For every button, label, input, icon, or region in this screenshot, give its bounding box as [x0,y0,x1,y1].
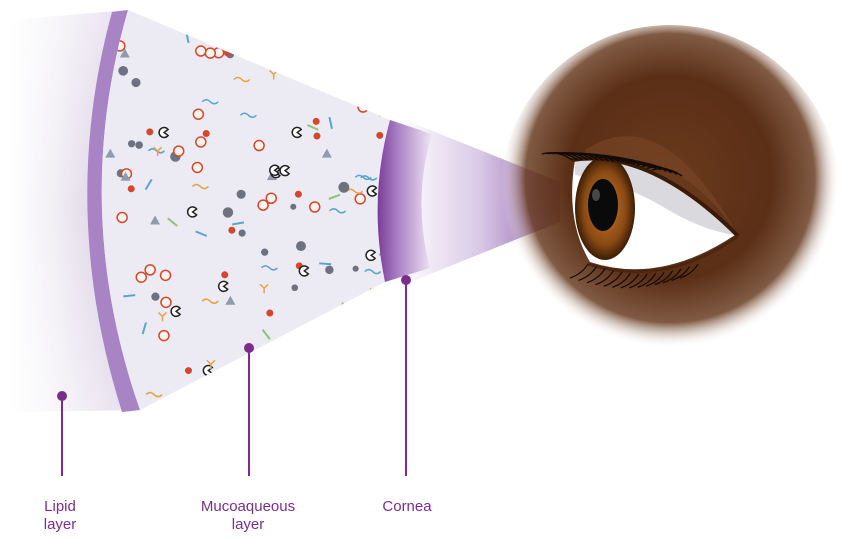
particle-squig [392,62,408,66]
cornea-label-line1: Cornea [362,498,452,516]
particle-ring [161,297,171,307]
lipid-label-line1: Lipid [20,498,100,516]
particle-pac [255,21,264,31]
particle-pac [205,374,214,384]
particle-ring [196,137,206,147]
particle-red [295,191,302,198]
particle-squig [322,43,338,47]
particle-squig [284,53,300,57]
particle-tri [307,35,317,44]
particle-red [203,130,210,137]
particle-ring [159,331,169,341]
particle-stick [387,329,389,341]
particle-stick [319,263,331,264]
cornea-label: Cornea [362,498,452,516]
particle-grey [338,182,349,193]
particle-ring [286,67,296,77]
lipid-layer-label: Lipid layer [20,498,100,534]
particle-ring [358,102,368,112]
particle-tri [238,35,248,44]
particle-ring [261,47,271,57]
lipid-leader-dot [57,391,67,401]
particle-tri [369,102,379,111]
particle-red [128,185,135,192]
particle-stick [123,295,135,296]
particle-grey [291,284,298,291]
particle-grey [128,140,135,147]
mucoaqueous-label-line2: layer [178,516,318,534]
particle-ring [355,194,365,204]
particle-ring [196,46,206,56]
particle-grey [131,78,140,87]
particle-grey [189,26,199,36]
particle-red [376,132,383,139]
particle-squig [237,53,253,57]
particle-ring [205,48,215,58]
particle-ring [161,270,171,280]
mucoaqueous-leader-dot [244,343,254,353]
particle-red [280,354,287,361]
particle-ring [174,146,184,156]
particle-red [146,128,153,135]
particle-y [231,392,239,401]
particle-ring [193,109,203,119]
particle-grey [223,207,233,217]
particle-stick [257,364,260,376]
cornea-leader-dot [401,275,411,285]
particle-squig [191,29,207,33]
particle-squig [355,59,371,63]
particle-grey [309,339,318,348]
particle-grey [261,249,268,256]
particle-grey [237,190,246,199]
particle-grey [296,241,306,251]
particle-ring [302,20,312,30]
particle-stick [342,302,343,314]
pupil-highlight [592,189,600,201]
particle-grey [118,66,128,76]
particle-red [313,133,320,140]
particle-pac [381,367,390,377]
particle-ring [145,265,155,275]
particle-red [266,309,273,316]
particle-y [316,333,324,342]
mucoaqueous-layer-label: Mucoaqueous layer [178,498,318,534]
particle-ring [310,202,320,212]
particle-grey [290,204,296,210]
particle-red [221,271,228,278]
particle-grey [262,363,270,371]
particle-ring [207,27,217,37]
particle-y [276,40,284,49]
particle-grey [353,266,359,272]
particle-grey [239,229,246,236]
particle-ring [339,335,349,345]
particle-ring [266,193,276,203]
particle-ring [254,141,264,151]
lipid-label-line2: layer [20,516,100,534]
particle-pac [339,389,348,399]
particle-pac [214,18,223,28]
particle-red [228,227,235,234]
particle-red [185,367,192,374]
particle-grey [135,141,143,149]
particle-ring [117,212,127,222]
particle-ring [192,162,202,172]
particle-grey [151,293,159,301]
particle-y [370,288,378,297]
particle-red [224,49,231,56]
pupil [588,179,618,231]
mucoaqueous-label-line1: Mucoaqueous [178,498,318,516]
particle-red [313,118,320,125]
particle-tri [236,39,246,48]
particle-grey [325,266,333,274]
particle-pac [388,337,397,347]
particle-grey [352,78,362,88]
particle-ring [136,272,146,282]
particle-tri [328,356,338,365]
